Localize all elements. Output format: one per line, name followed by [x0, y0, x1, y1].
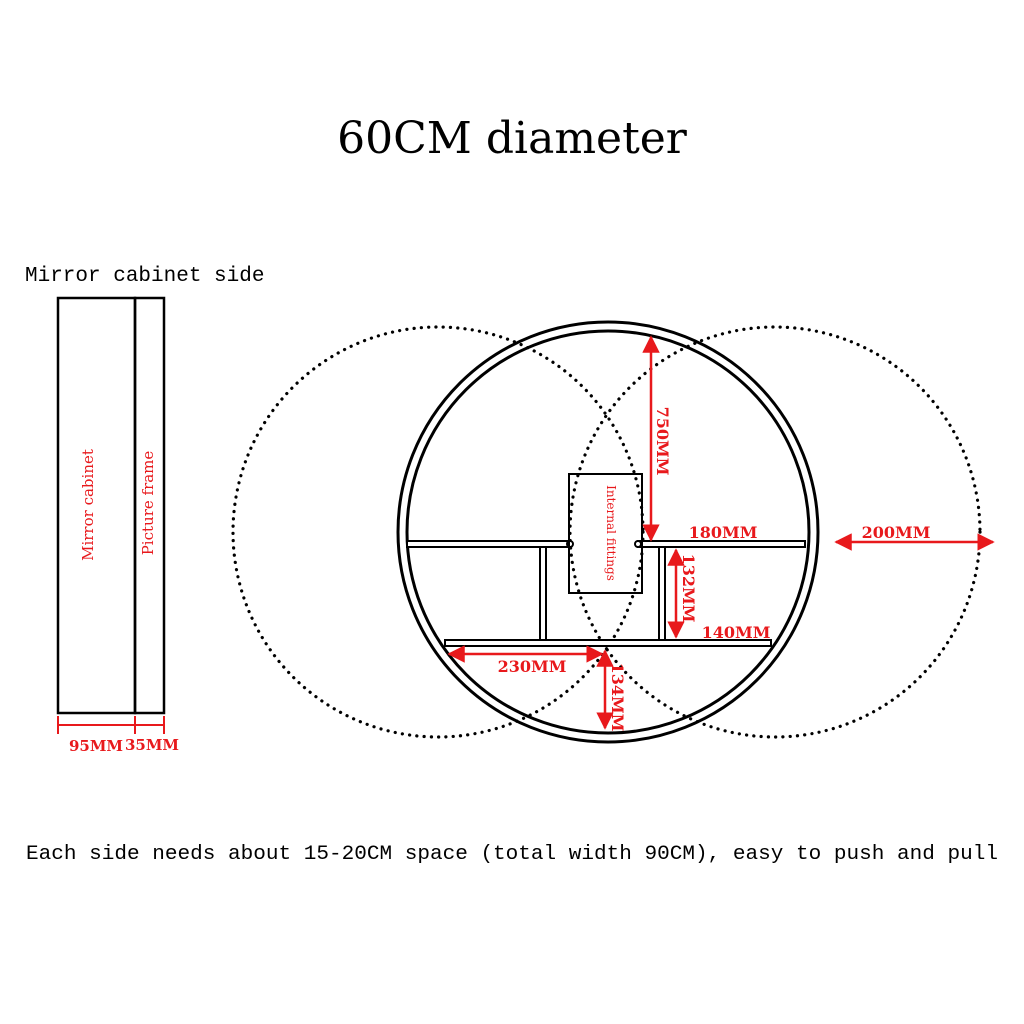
page-title: 60CM diameter [337, 113, 688, 164]
inner-frame-ring [405, 329, 811, 735]
left-upright [539, 546, 547, 641]
upper-shelf-dimension-label: 180MM [689, 523, 758, 542]
picture-frame-panel [133, 296, 166, 715]
clearance-dimension-label: 200MM [862, 523, 931, 542]
mirror-depth-label: 95MM [69, 737, 123, 755]
lower-shelf [444, 639, 772, 647]
outer-frame-ring [396, 320, 820, 744]
side-view-heading: Mirror cabinet side [25, 265, 264, 288]
height-dimension-label: 750MM [653, 407, 672, 476]
left-swing-arc [231, 325, 645, 739]
shelf-hinge [634, 540, 642, 548]
lower-shelf-dimension-label: 140MM [702, 623, 771, 642]
gap-dimension-label: 132MM [679, 554, 698, 623]
side-view: Mirror cabinet side Mirror cabinet Pictu… [25, 265, 264, 755]
right-upright [658, 546, 666, 641]
picture-frame-label: Picture frame [139, 451, 157, 556]
internal-fittings-label: Internal fittings [604, 485, 618, 581]
bottom-dimension-label: 134MM [608, 663, 627, 732]
mirror-cabinet-label: Mirror cabinet [79, 449, 97, 561]
span-dimension-label: 230MM [498, 657, 567, 676]
front-view: Internal fittings 750MM 180MM 200MM 132M… [231, 320, 995, 744]
frame-depth-label: 35MM [125, 736, 179, 754]
internal-fittings-box [568, 473, 643, 594]
footer-note: Each side needs about 15-20CM space (tot… [26, 843, 998, 866]
